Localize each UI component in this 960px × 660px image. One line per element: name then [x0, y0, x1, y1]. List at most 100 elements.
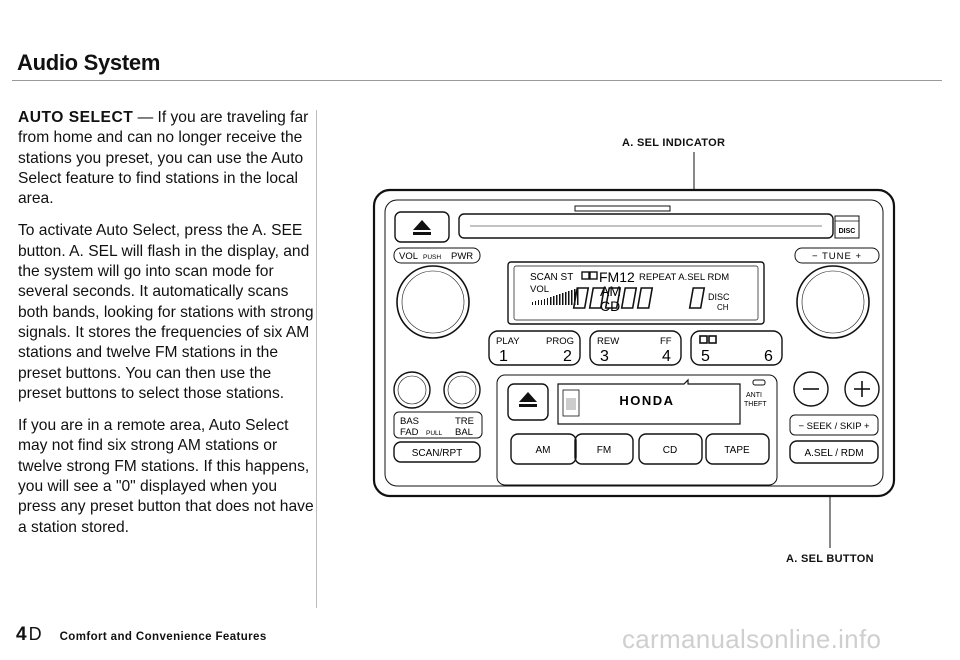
treble-knob-inner: [447, 375, 477, 405]
compact-disc-logo: [834, 215, 860, 239]
preset-3-number: 3: [600, 348, 609, 365]
disc-slot-tab: [574, 205, 671, 212]
tune-label: − TUNE +: [812, 251, 862, 262]
anti-theft-led: [752, 379, 766, 386]
seek-up-button: [844, 371, 880, 407]
tune-label-frame: [794, 247, 880, 264]
tape-door: [557, 378, 741, 425]
am-button: [510, 433, 577, 465]
preset-play-label: PLAY: [496, 336, 520, 347]
cd-eject-button: [394, 211, 450, 243]
tape-window-fill: [566, 398, 576, 410]
paragraph-activate: To activate Auto Select, press the A. SE…: [18, 222, 314, 402]
display-repeat-asel-rdm: REPEAT A.SEL RDM: [639, 272, 729, 283]
tape-button: [705, 433, 770, 465]
pwr-label: PWR: [451, 251, 473, 262]
bass-knob-inner: [397, 375, 427, 405]
tape-eject-icon: [519, 392, 537, 402]
tape-window: [562, 389, 580, 417]
cd-slot: [458, 213, 834, 239]
tune-knob-inner: [801, 270, 865, 334]
display-disc: DISC: [708, 292, 730, 302]
tune-knob: [796, 265, 870, 339]
pull-label: PULL: [426, 430, 443, 437]
display-digits: [572, 287, 706, 309]
volume-knob: [396, 265, 470, 339]
bas-label: BAS: [400, 416, 419, 427]
eject-bar-icon: [413, 232, 431, 235]
tape-label: TAPE: [724, 445, 750, 456]
dolby-icon: [699, 335, 708, 344]
header-divider: [12, 80, 942, 81]
body-text: AUTO SELECT — If you are traveling far f…: [18, 108, 318, 550]
bal-label: BAL: [455, 427, 473, 438]
paragraph-auto-select: AUTO SELECT — If you are traveling far f…: [18, 108, 318, 209]
vol-label: VOL: [399, 251, 418, 262]
display-stereo-icon: [581, 271, 590, 280]
preset-1-number: 1: [499, 348, 508, 365]
display-scan-st: SCAN ST: [530, 272, 573, 283]
preset-prog-label: PROG: [546, 336, 574, 347]
theft-label: THEFT: [744, 401, 767, 408]
scan-rpt-button: [393, 441, 481, 463]
display-frame: [507, 261, 765, 325]
am-label: AM: [536, 445, 551, 456]
tape-eject-bar-icon: [519, 404, 537, 407]
radio-faceplate: [384, 199, 884, 487]
preset-button-1-2: [488, 330, 581, 366]
asel-indicator-callout: A. SEL INDICATOR: [622, 137, 726, 149]
treble-knob: [443, 371, 481, 409]
preset-rew-label: REW: [597, 336, 619, 347]
scan-rpt-label: SCAN/RPT: [412, 448, 463, 459]
honda-logo: HONDA: [619, 393, 674, 408]
asel-button-callout: A. SEL BUTTON: [786, 553, 874, 565]
tape-panel: [496, 374, 778, 486]
preset-ff-label: FF: [660, 336, 672, 347]
page-number-suffix: D: [28, 624, 42, 644]
disc-logo-text: DISC: [839, 228, 856, 235]
preset-button-3-4: [589, 330, 682, 366]
page-number: 4: [16, 624, 27, 645]
seek-down-button: [793, 371, 829, 407]
display-ch: CH: [717, 303, 729, 312]
fm-label: FM: [597, 445, 611, 456]
preset-6-number: 6: [764, 348, 773, 365]
volume-knob-inner: [401, 270, 465, 334]
tre-label: TRE: [455, 416, 474, 427]
auto-select-lead: AUTO SELECT: [18, 109, 134, 126]
footer-title: Comfort and Convenience Features: [59, 631, 267, 643]
column-divider: [316, 110, 317, 608]
fm-button: [574, 433, 634, 465]
preset-2-number: 2: [563, 348, 572, 365]
bas-tre-fad-bal-frame: [393, 411, 483, 439]
asel-rdm-label: A.SEL / RDM: [804, 448, 863, 459]
display-fm12: FM12: [599, 269, 635, 285]
anti-label: ANTI: [746, 392, 762, 399]
watermark: carmanualsonline.info: [622, 624, 882, 654]
fad-label: FAD: [400, 427, 419, 438]
push-label: PUSH: [423, 254, 441, 261]
seek-skip-label: − SEEK / SKIP +: [798, 421, 870, 432]
display-stereo-icon-2: [589, 271, 598, 280]
preset-button-5-6: [690, 330, 783, 366]
asel-rdm-button: [789, 440, 879, 464]
dolby-icon-2: [708, 335, 717, 344]
seek-skip-frame: [789, 414, 879, 436]
volume-bar-graph: [532, 288, 579, 305]
display-am: AM: [600, 283, 621, 299]
vol-pwr-label-frame: [393, 247, 481, 264]
cd-button: [638, 433, 703, 465]
paragraph-1-text: — If you are traveling far from home and…: [18, 109, 309, 208]
section-title: Audio System: [17, 50, 161, 75]
bass-knob: [393, 371, 431, 409]
eject-icon: [413, 220, 431, 230]
paragraph-remote-area: If you are in a remote area, Auto Select…: [18, 417, 314, 536]
cd-label: CD: [663, 445, 677, 456]
preset-4-number: 4: [662, 348, 671, 365]
preset-5-number: 5: [701, 348, 710, 365]
display-window: [513, 265, 759, 321]
display-cd: CD: [600, 298, 620, 314]
tape-eject-button: [507, 383, 549, 421]
